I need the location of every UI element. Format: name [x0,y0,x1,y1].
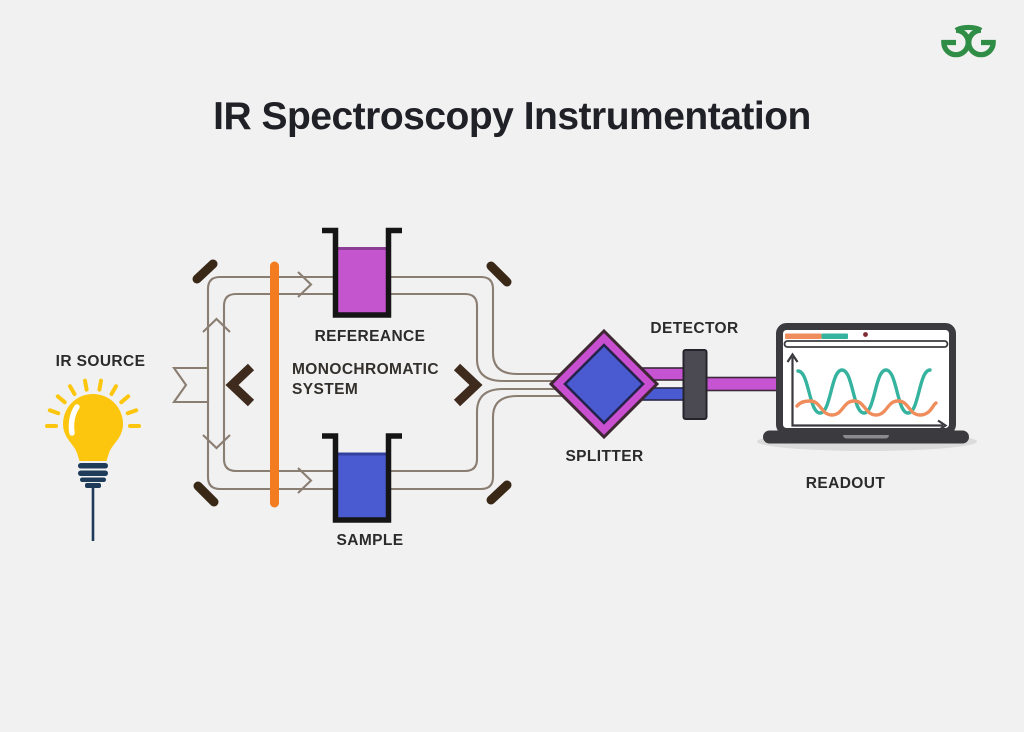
label-reference: REFEREANCE [314,328,426,345]
readout-wave-teal [796,368,932,415]
bulb-glass [63,394,123,461]
bulb-highlight [68,404,80,436]
mirror-bottom-left-icon [193,481,219,507]
beam-path [171,271,565,494]
monochromator-exit-chevron-icon [453,363,483,407]
readout-wave-orange [795,399,938,417]
label-sample: SAMPLE [336,532,404,549]
beam-to-readout [705,376,780,392]
readout-axis-arrow-up [786,352,799,363]
screen-progress-orange [785,333,822,339]
mirrors [192,259,512,507]
label-splitter: SPLITTER [565,448,644,465]
mirror-top-right-icon [486,261,512,287]
label-readout: READOUT [805,475,886,492]
logo-bridge [954,24,983,33]
logo-right-g [966,27,996,58]
readout-laptop-icon [757,323,977,451]
sample-liquid-surface [338,452,386,456]
reference-cuvette [322,227,402,318]
bulb-base [78,463,108,488]
readout-axes [791,357,943,427]
splitter-inner-diamond [563,343,645,425]
screen-progress-teal [821,333,848,339]
label-detector: DETECTOR [650,320,739,337]
label-monochromatic-system: MONOCHROMATIC SYSTEM [292,361,439,398]
reference-cuvette-outline [322,227,402,318]
beam-path-inner-loop [222,292,565,473]
splitter-icon [548,328,660,440]
sample-cuvette [322,433,402,523]
mirror-top-left-icon [192,259,218,284]
direction-arrow-bottom-icon [297,467,313,494]
bulb-rays [45,378,141,428]
source-entry-banner [171,366,210,404]
sample-liquid [338,452,386,518]
direction-arrow-down-icon [202,434,231,450]
monochromator-entry-chevron-icon [225,363,255,407]
page-title: IR Spectroscopy Instrumentation [213,95,811,138]
mirror-bottom-right-icon [486,480,512,505]
laptop-screen [776,323,956,435]
screen-record-dot [863,332,868,337]
detector-icon [682,349,708,420]
sample-cuvette-outline [322,433,402,523]
direction-arrow-up-icon [202,317,231,333]
geeksforgeeks-logo [941,24,996,58]
reference-liquid [338,247,386,313]
direction-arrow-top-icon [297,271,313,298]
reference-liquid-surface [338,247,386,250]
screen-address-bar [783,340,949,348]
readout-axis-arrow-right [937,419,948,432]
label-ir-source: IR SOURCE [55,353,146,370]
ir-source-icon [45,378,141,541]
logo-left-g [941,27,971,58]
